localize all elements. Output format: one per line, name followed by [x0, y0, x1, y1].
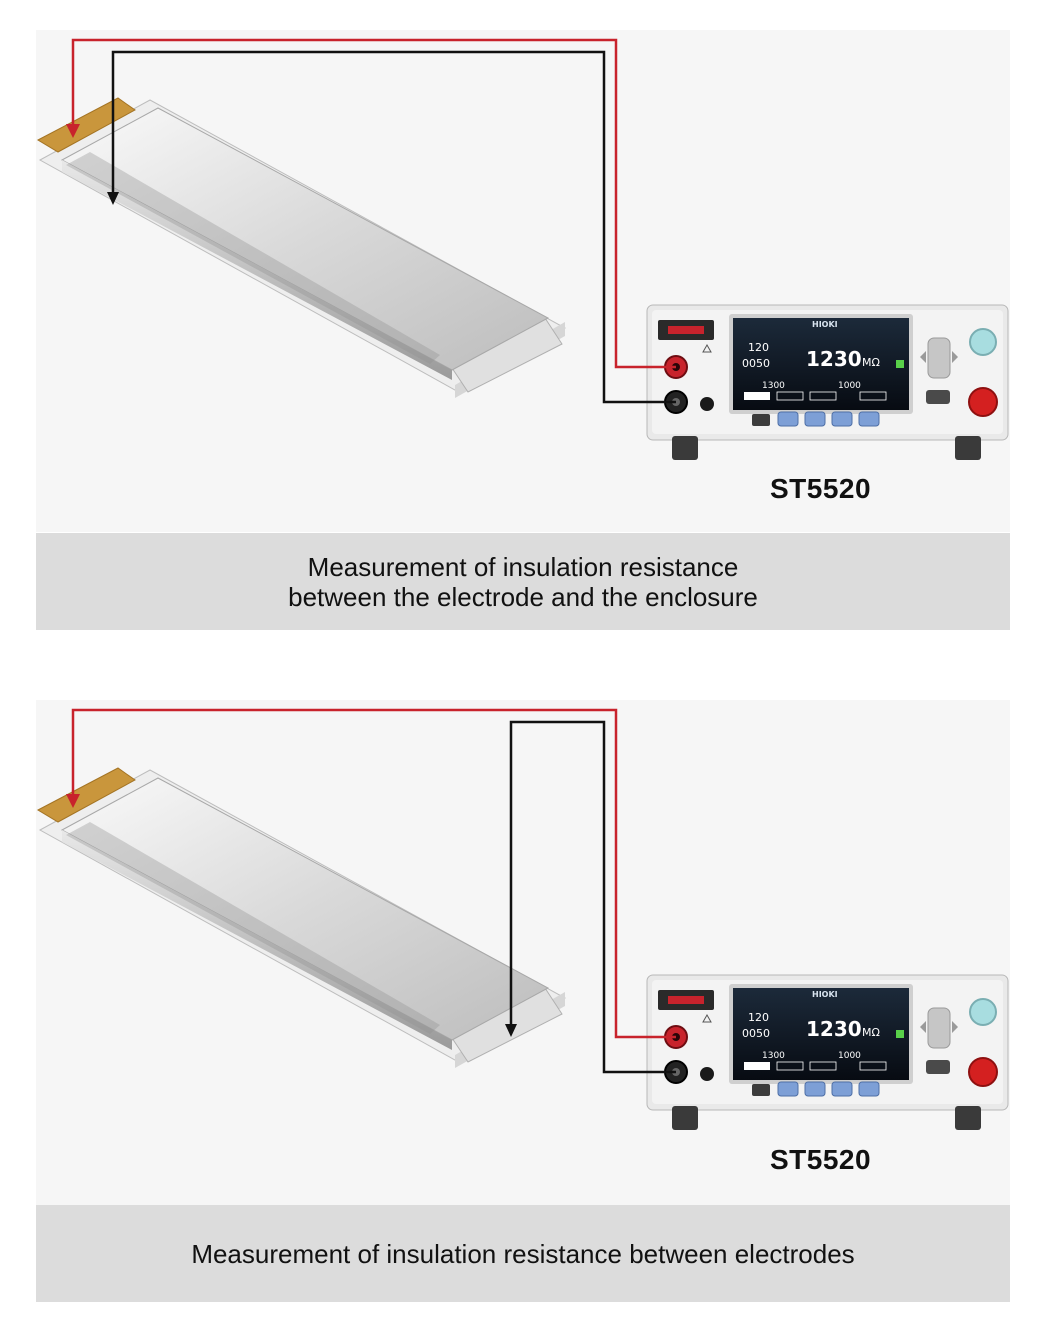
check-jack: [700, 397, 714, 411]
caption: Measurement of insulation resistance bet…: [36, 1205, 1010, 1302]
red-lead-arrowhead: [66, 794, 80, 808]
diagram-2-illustration: HIOKI 120 0050 1230 MΩ 1300 1000: [36, 708, 1009, 1130]
caption-line: Measurement of insulation resistance bet…: [191, 1238, 855, 1269]
resistance-readout: 1230: [806, 347, 862, 371]
brand-logo: HIOKI: [812, 990, 838, 999]
black-lead-arrowhead: [107, 192, 119, 205]
black-lead-arrowhead: [505, 1024, 517, 1037]
stop-button: [968, 387, 998, 417]
diagram-1-background: [36, 30, 1010, 532]
caption-line: between the electrode and the enclosure: [288, 581, 758, 612]
battery-cell: [36, 97, 567, 398]
red-lead: [71, 38, 676, 369]
voltage-readout: 120: [748, 341, 769, 354]
count-readout: 0050: [742, 1027, 770, 1040]
black-lead: [111, 50, 676, 404]
model-label: ST5520: [770, 473, 872, 504]
count-readout: 0050: [742, 357, 770, 370]
resistance-unit: MΩ: [862, 1026, 880, 1039]
resistance-unit: MΩ: [862, 356, 880, 369]
stop-button: [968, 1057, 998, 1087]
electrode-tab: [36, 767, 136, 823]
upper-readout: 1300: [762, 381, 785, 391]
electrode-tab: [36, 97, 136, 153]
diagram-1-illustration: HIOKI 120 0050 1230 MΩ 1300 1000: [36, 38, 1009, 460]
red-lead: [71, 708, 676, 1039]
resistance-readout: 1230: [806, 1017, 862, 1041]
lower-readout: 1000: [838, 381, 861, 391]
red-lead-arrowhead: [66, 124, 80, 138]
diagram-2-background: [36, 700, 1010, 1205]
model-label: ST5520: [770, 1144, 872, 1175]
caption: Measurement of insulation resistance bet…: [36, 533, 1010, 630]
start-button: [969, 328, 997, 356]
battery-cell: [36, 767, 567, 1068]
caption-line: Measurement of insulation resistance: [307, 551, 739, 582]
upper-readout: 1300: [762, 1051, 785, 1061]
check-jack: [700, 1067, 714, 1081]
brand-logo: HIOKI: [812, 320, 838, 329]
start-button: [969, 998, 997, 1026]
black-lead: [509, 720, 676, 1074]
voltage-readout: 120: [748, 1011, 769, 1024]
st5520-instrument: HIOKI 120 0050 1230 MΩ 1300 1000: [646, 974, 1009, 1130]
st5520-instrument: HIOKI 120 0050 1230 MΩ 1300 1000: [646, 304, 1009, 460]
lower-readout: 1000: [838, 1051, 861, 1061]
